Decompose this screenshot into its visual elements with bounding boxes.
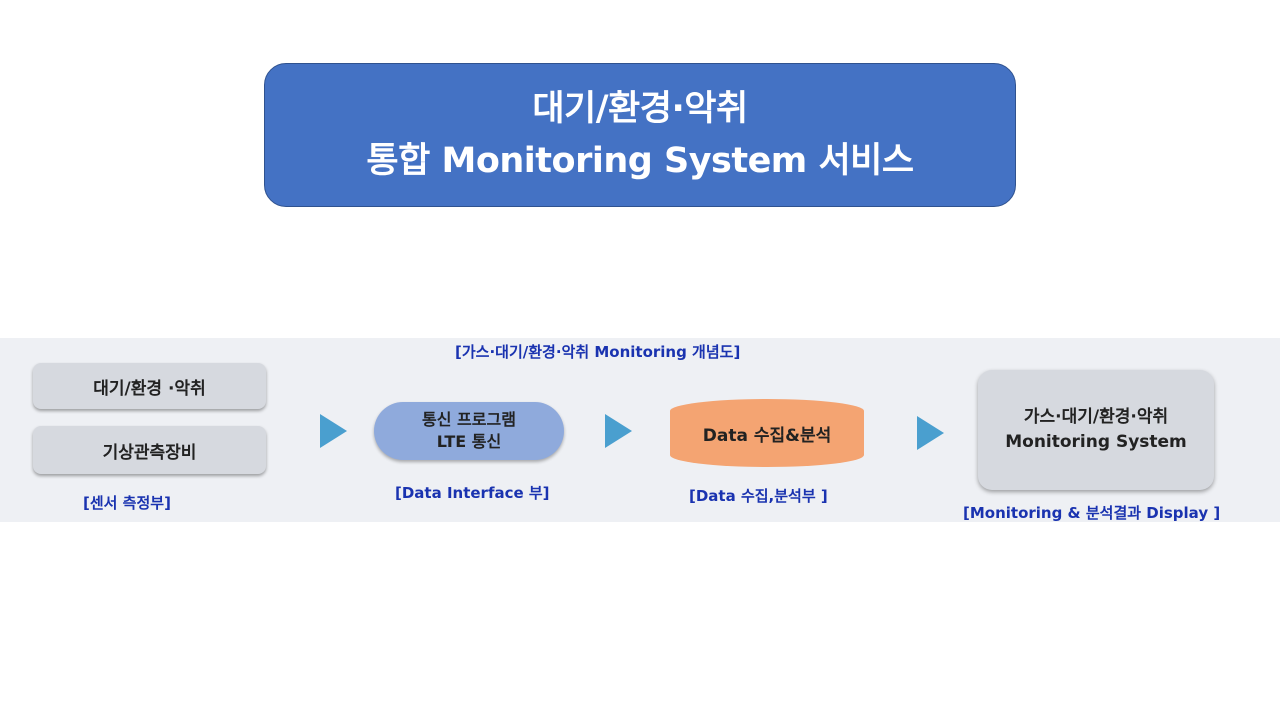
title-line-1: 대기/환경·악취 <box>532 89 748 129</box>
sensor-box-air-odor: 대기/환경 ·악취 <box>33 363 266 409</box>
monitoring-system-box: 가스·대기/환경·악취 Monitoring System <box>978 370 1214 490</box>
arrow-right-icon <box>320 414 347 448</box>
diagram-heading: [가스·대기/환경·악취 Monitoring 개념도] <box>455 343 741 361</box>
lte-line-1: 통신 프로그램 <box>422 410 516 429</box>
sensor-box-weather: 기상관측장비 <box>33 426 266 474</box>
monitoring-line-2: Monitoring System <box>1005 432 1187 452</box>
lte-communication-pill: 통신 프로그램 LTE 통신 <box>374 402 564 460</box>
lte-line-2: LTE 통신 <box>436 432 502 451</box>
interface-caption: [Data Interface 부] <box>395 484 550 502</box>
data-analysis-cylinder: Data 수집&분석 <box>670 399 864 467</box>
monitoring-caption: [Monitoring & 분석결과 Display ] <box>963 504 1221 522</box>
title-line-2: 통합 Monitoring System 서비스 <box>366 141 914 181</box>
sensor-caption: [센서 측정부] <box>83 494 171 512</box>
arrow-right-icon <box>917 416 944 450</box>
data-analysis-label: Data 수집&분석 <box>702 425 832 446</box>
arrow-right-icon <box>605 414 632 448</box>
analysis-caption: [Data 수집,분석부 ] <box>689 487 828 505</box>
monitoring-line-1: 가스·대기/환경·악취 <box>1023 407 1169 427</box>
title-banner: 대기/환경·악취 통합 Monitoring System 서비스 <box>264 63 1016 207</box>
